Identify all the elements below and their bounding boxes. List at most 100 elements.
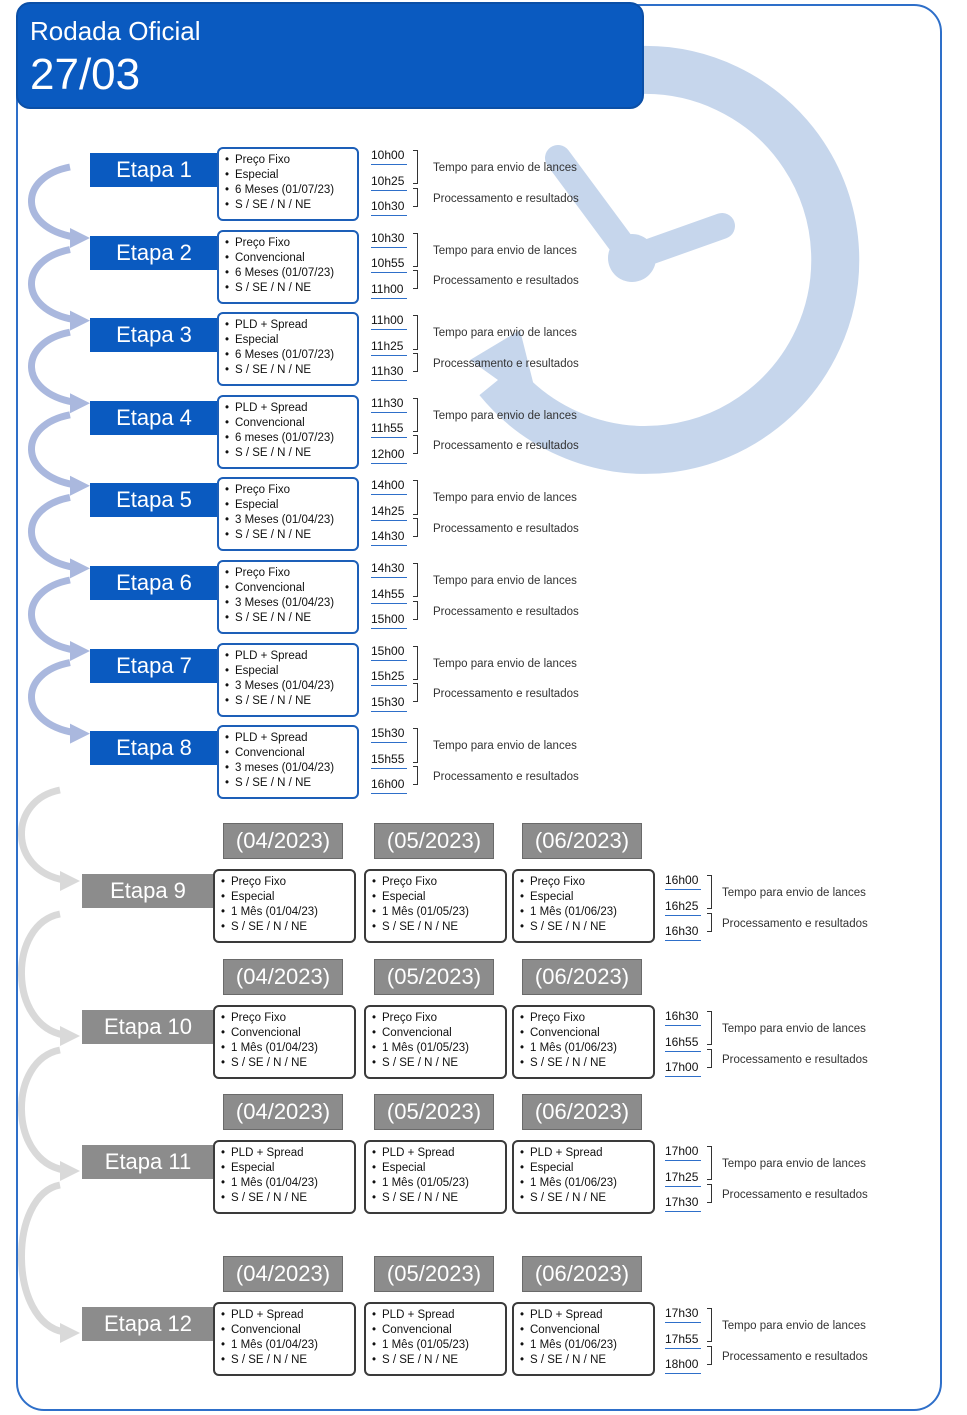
stage-11-box-3: PLD + SpreadEspecial1 Mês (01/06/23)S / … [512, 1140, 655, 1214]
time-label: 11h25 [371, 338, 404, 353]
stage-12-box-1: PLD + SpreadConvencional1 Mês (01/04/23)… [213, 1302, 356, 1376]
box-item: Convencional [225, 746, 353, 761]
box-item: 1 Mês (01/04/23) [221, 1041, 350, 1056]
box-item: PLD + Spread [520, 1146, 649, 1161]
box-item: PLD + Spread [225, 318, 353, 333]
box-item: 3 Meses (01/04/23) [225, 679, 353, 694]
box-item: 1 Mês (01/04/23) [221, 905, 350, 920]
time-label: 15h00 [371, 612, 405, 626]
box-item: S / SE / N / NE [372, 1191, 501, 1206]
flow-arrow [28, 328, 90, 414]
bidding-description: Tempo para envio de lances [722, 887, 866, 900]
time-marker: 17h30 [665, 1306, 703, 1323]
month-label: (04/2023) [223, 959, 343, 995]
time-marker: 16h30 [665, 924, 703, 941]
box-item: PLD + Spread [372, 1308, 501, 1323]
box-item: S / SE / N / NE [372, 1353, 501, 1368]
bracket [707, 912, 712, 932]
time-label: 10h25 [371, 173, 405, 188]
box-item: S / SE / N / NE [225, 694, 353, 709]
box-item: Convencional [225, 416, 353, 431]
time-label: 15h30 [371, 726, 405, 741]
box-item: 1 Mês (01/04/23) [221, 1176, 350, 1191]
box-item: 3 meses (01/04/23) [225, 761, 353, 776]
stage-label-11: Etapa 11 [82, 1145, 214, 1179]
box-item: S / SE / N / NE [221, 1056, 350, 1071]
stage-11-box-1: PLD + SpreadEspecial1 Mês (01/04/23)S / … [213, 1140, 356, 1214]
month-label: (04/2023) [223, 1094, 343, 1130]
time-label: 11h55 [371, 421, 404, 436]
stage-10-box-1: Preço FixoConvencional1 Mês (01/04/23)S … [213, 1005, 356, 1079]
bracket [707, 1048, 712, 1068]
box-item: Convencional [221, 1026, 350, 1041]
box-item: Especial [372, 890, 501, 905]
bidding-description: Tempo para envio de lances [433, 575, 577, 588]
processing-description: Processamento e resultados [433, 357, 579, 370]
box-item: Preço Fixo [221, 1011, 350, 1026]
box-item: Preço Fixo [225, 483, 353, 498]
stage-label-3: Etapa 3 [90, 318, 218, 353]
time-marker: 10h30 [371, 230, 409, 248]
box-item: S / SE / N / NE [372, 920, 501, 935]
time-marker: 11h00 [371, 313, 409, 331]
box-item: S / SE / N / NE [225, 528, 353, 543]
box-item: Convencional [372, 1026, 501, 1041]
flow-arrow [28, 163, 90, 248]
time-label: 14h25 [371, 503, 405, 518]
bracket [707, 1011, 712, 1046]
box-item: 1 Mês (01/06/23) [520, 905, 649, 920]
box-item: S / SE / N / NE [221, 920, 350, 935]
time-marker: 11h25 [371, 338, 409, 356]
time-label: 11h00 [371, 313, 404, 328]
stage-label-1: Etapa 1 [90, 153, 218, 187]
bidding-description: Tempo para envio de lances [433, 409, 577, 422]
processing-description: Processamento e resultados [433, 688, 579, 701]
box-item: Especial [225, 333, 353, 348]
bidding-description: Tempo para envio de lances [433, 244, 577, 257]
time-marker: 16h00 [371, 777, 409, 795]
bidding-description: Tempo para envio de lances [722, 1320, 866, 1333]
flow-arrow [18, 1181, 80, 1343]
box-item: PLD + Spread [372, 1146, 501, 1161]
time-marker: 10h00 [371, 148, 409, 165]
time-label: 15h30 [371, 694, 405, 709]
box-item: S / SE / N / NE [520, 920, 649, 935]
stage-label-7: Etapa 7 [90, 648, 218, 683]
box-item: Convencional [520, 1026, 649, 1041]
time-label: 16h30 [665, 1009, 699, 1023]
box-item: S / SE / N / NE [372, 1056, 501, 1071]
month-label: (05/2023) [374, 1094, 494, 1130]
box-item: Especial [225, 664, 353, 679]
time-label: 15h25 [371, 669, 405, 684]
bracket [413, 150, 418, 185]
time-marker: 14h30 [371, 561, 409, 578]
box-item: Especial [225, 168, 353, 183]
bracket [413, 563, 418, 598]
box-item: S / SE / N / NE [520, 1056, 649, 1071]
header-date: 27/03 [30, 50, 141, 99]
time-label: 10h30 [371, 230, 405, 245]
box-item: S / SE / N / NE [225, 776, 353, 791]
bracket [413, 315, 418, 350]
box-item: S / SE / N / NE [225, 198, 353, 213]
time-marker: 15h30 [371, 726, 409, 744]
time-marker: 17h00 [665, 1144, 703, 1161]
box-item: 6 Meses (01/07/23) [225, 266, 353, 281]
stage-label-4: Etapa 4 [90, 400, 218, 435]
time-label: 14h55 [371, 586, 405, 601]
stage-label-6: Etapa 6 [90, 566, 218, 600]
bracket [413, 187, 418, 207]
processing-description: Processamento e resultados [433, 192, 579, 205]
time-label: 10h30 [371, 199, 405, 213]
processing-description: Processamento e resultados [722, 1188, 868, 1201]
time-marker: 15h00 [371, 644, 409, 661]
time-marker: 16h25 [665, 899, 703, 916]
bracket [413, 645, 418, 681]
time-marker: 18h00 [665, 1357, 703, 1374]
time-label: 17h25 [665, 1169, 699, 1184]
time-marker: 15h30 [371, 694, 409, 712]
box-item: S / SE / N / NE [520, 1353, 649, 1368]
bracket [707, 1146, 712, 1181]
box-item: Preço Fixo [221, 875, 350, 890]
month-label: (06/2023) [522, 1094, 642, 1130]
